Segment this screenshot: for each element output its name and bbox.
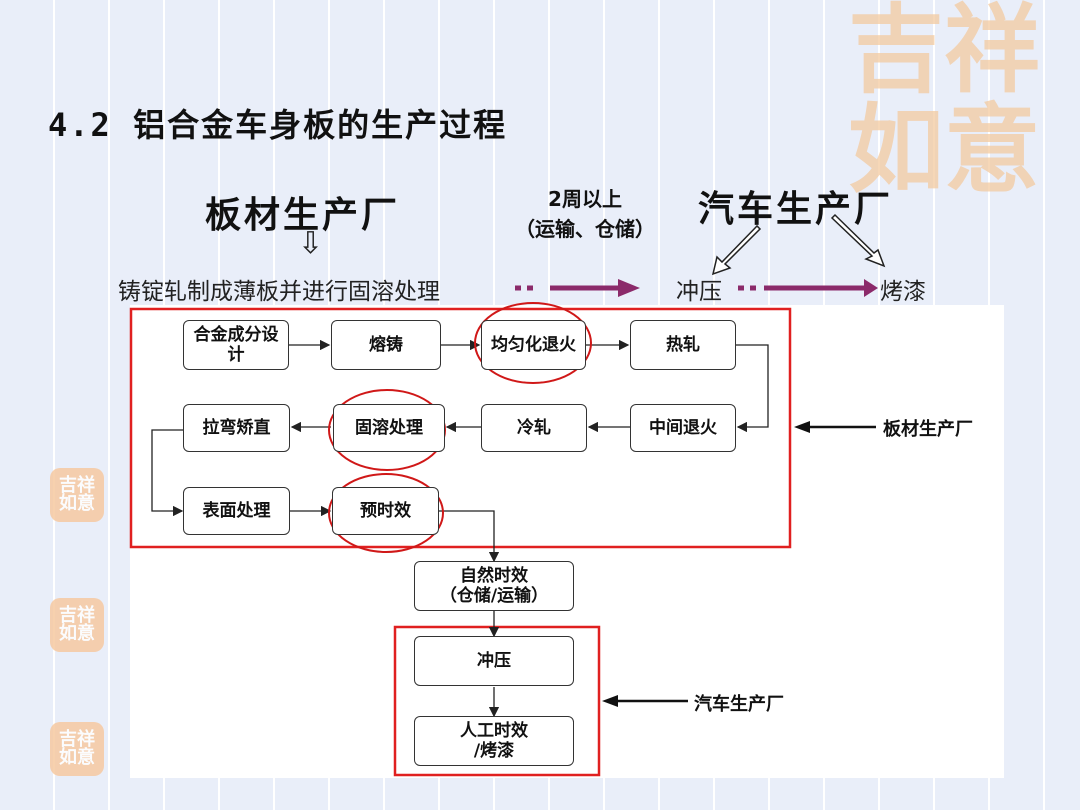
highlight-circles (328, 302, 592, 553)
car-plant-heading: 汽车生产厂 (698, 189, 894, 230)
sheet-plant-heading: 板材生产厂 (205, 195, 401, 236)
flowchart-panel (130, 305, 1004, 778)
flow-connectors (151, 339, 769, 718)
logo-text: 吉祥如意 (848, 0, 1040, 206)
purple-arrowhead (618, 279, 640, 297)
stamp-decoration: 吉祥如意 (50, 468, 104, 522)
paint-step: 烤漆 (880, 279, 926, 305)
sheet-plant-highlight (129, 307, 792, 549)
node-artificial-aging: 人工时效 /烤漆 (414, 716, 574, 766)
node-cold-rolling: 冷轧 (481, 404, 587, 452)
transit-detail: （运输、仓储） (515, 217, 655, 241)
node-surface-treatment: 表面处理 (183, 487, 290, 535)
auspicious-logo: 吉祥如意 (828, 0, 1080, 225)
side-label-sheet-plant: 板材生产厂 (883, 419, 973, 440)
node-natural-aging-line2: （仓储/运输） (439, 586, 549, 606)
node-artificial-aging-line1: 人工时效 (460, 721, 528, 741)
side-arrowhead (602, 695, 618, 707)
stamp-decoration: 吉祥如意 (50, 722, 104, 776)
node-stamping: 冲压 (414, 636, 574, 686)
side-arrowhead (794, 421, 810, 433)
down-arrow-icon: ⇩ (298, 226, 324, 261)
side-label-car-plant: 汽车生产厂 (694, 694, 784, 715)
stamp-decoration: 吉祥如意 (50, 598, 104, 652)
hollow-arrow (711, 213, 886, 276)
node-natural-aging: 自然时效 （仓储/运输） (414, 561, 574, 611)
transit-note: 2周以上 （运输、仓储） (495, 184, 675, 244)
purple-arrowhead (864, 279, 878, 297)
node-artificial-aging-line2: /烤漆 (473, 741, 515, 761)
side-arrows (614, 425, 876, 703)
node-intermediate-anneal: 中间退火 (630, 404, 736, 452)
node-alloy-design: 合金成分设计 (183, 320, 289, 370)
node-homogenize-anneal: 均匀化退火 (481, 320, 586, 370)
press-step: 冲压 (676, 279, 722, 305)
node-pre-aging: 预时效 (332, 487, 439, 535)
node-solution-treatment: 固溶处理 (333, 404, 445, 452)
node-casting: 熔铸 (331, 320, 441, 370)
slide-title: 4.2 铝合金车身板的生产过程 (48, 106, 508, 144)
transit-duration: 2周以上 (548, 187, 622, 211)
sheet-process-step: 铸锭轧制成薄板并进行固溶处理 (118, 279, 440, 305)
node-natural-aging-line1: 自然时效 (460, 566, 528, 586)
node-hot-rolling: 热轧 (630, 320, 736, 370)
node-stretch-straighten: 拉弯矫直 (183, 404, 290, 452)
